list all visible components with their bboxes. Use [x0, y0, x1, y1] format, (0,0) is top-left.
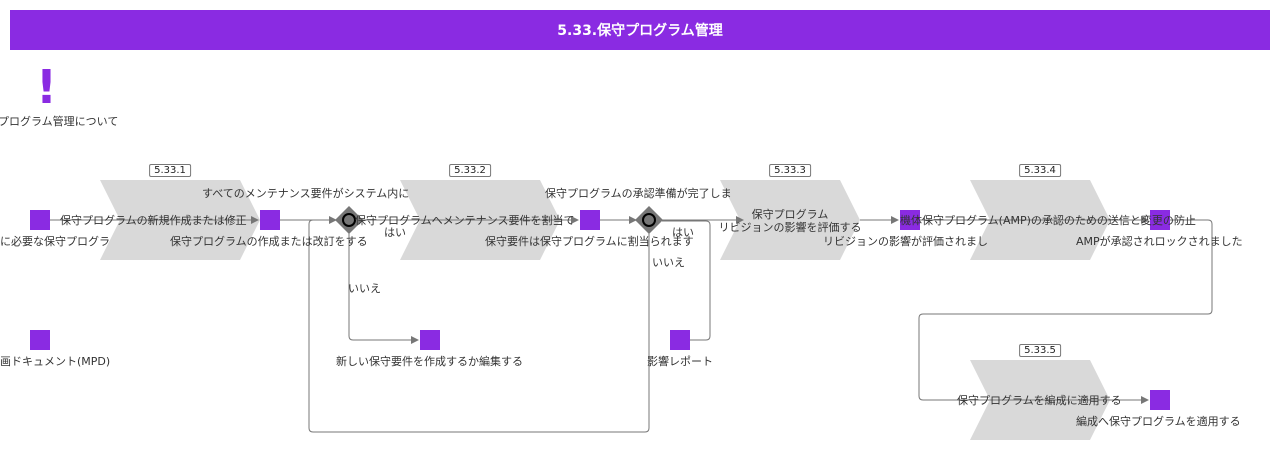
locked-event-label: AMPが承認されロックされました — [1076, 235, 1243, 248]
new-requirement-label: 新しい保守要件を作成するか編集する — [336, 355, 523, 368]
mpd-event[interactable] — [30, 330, 50, 350]
chevron-step-3 — [720, 180, 860, 260]
gateway-yes-label: はい — [672, 226, 694, 239]
step-label[interactable]: 保守プログラムの新規作成または修正 — [60, 214, 247, 227]
start-event-label: に必要な保守プログラ — [0, 235, 110, 248]
gateway-2 — [635, 206, 663, 234]
gateway-no-label: いいえ — [652, 256, 685, 269]
start-event[interactable] — [30, 210, 50, 230]
evaluated-event[interactable] — [900, 210, 920, 230]
step-id-tag: 5.33.3 — [769, 164, 811, 177]
impact-report-label: 影響レポート — [647, 355, 713, 368]
assigned-event[interactable] — [580, 210, 600, 230]
gateway-question: すべてのメンテナンス要件がシステム内に — [202, 187, 410, 200]
page-title: 5.33.保守プログラム管理 — [10, 10, 1270, 50]
step-id-tag: 5.33.4 — [1019, 164, 1061, 177]
step-label[interactable]: 機体保守プログラム(AMP)の承認のための送信と変更の防止 — [900, 214, 1196, 227]
applied-event[interactable] — [1150, 390, 1170, 410]
impact-report-event[interactable] — [670, 330, 690, 350]
about-label: プログラム管理について — [0, 115, 119, 128]
gateway-1 — [335, 206, 363, 234]
step-id-tag: 5.33.2 — [449, 164, 491, 177]
step-id-tag: 5.33.5 — [1019, 344, 1061, 357]
new-requirement-event[interactable] — [420, 330, 440, 350]
step-id-tag: 5.33.1 — [149, 164, 191, 177]
applied-event-label: 編成へ保守プログラムを適用する — [1076, 415, 1241, 428]
created-event-label: 保守プログラムの作成または改訂をする — [170, 235, 368, 248]
step-label[interactable]: 保守プログラムを編成に適用する — [957, 394, 1122, 407]
gateway-question: 保守プログラムの承認準備が完了しま — [545, 187, 732, 200]
locked-event[interactable] — [1150, 210, 1170, 230]
created-event[interactable] — [260, 210, 280, 230]
evaluated-event-label: リビジョンの影響が評価されまし — [823, 235, 988, 248]
mpd-event-label: 画ドキュメント(MPD) — [0, 355, 111, 368]
gateway-yes-label: はい — [384, 226, 406, 239]
gateway-no-label: いいえ — [348, 282, 381, 295]
step-label[interactable]: 保守プログラムへメンテナンス要件を割当て — [355, 214, 575, 227]
step-label[interactable]: 保守プログラム リビジョンの影響を評価する — [718, 208, 862, 234]
assigned-event-label: 保守要件は保守プログラムに割当られます — [485, 235, 694, 248]
info-exclamation-icon: ! — [36, 60, 57, 114]
